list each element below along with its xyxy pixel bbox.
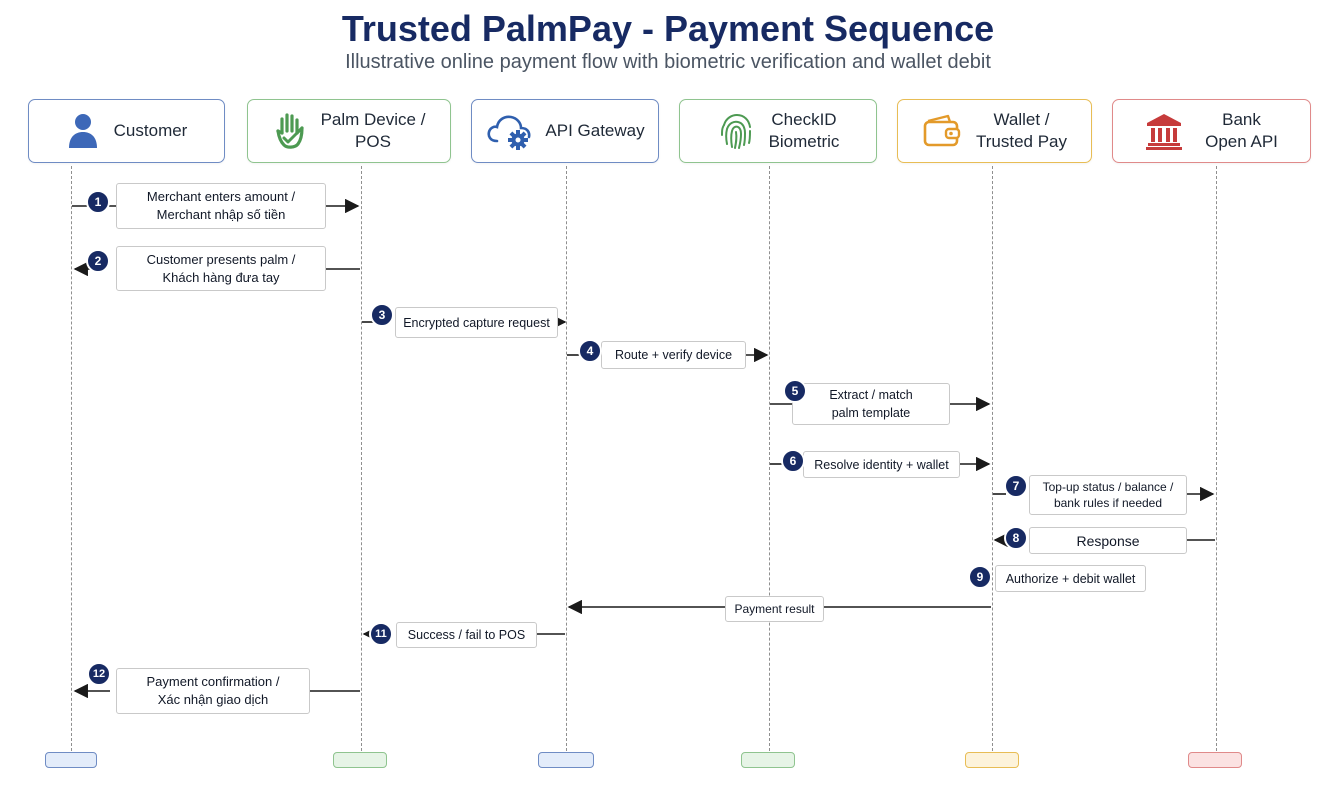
actor-checkid-biometric: CheckID Biometric	[679, 99, 877, 163]
actor-label: Customer	[113, 121, 188, 140]
actor-label: API Gateway	[545, 121, 645, 140]
actor-bank-open-api: Bank Open API	[1112, 99, 1311, 163]
person-icon	[66, 112, 100, 150]
message-step-1: Merchant enters amount / Merchant nhập s…	[116, 183, 326, 229]
message-step-4: Route + verify device	[601, 341, 746, 369]
lifeline-end-checkid	[741, 752, 795, 768]
message-step-2: Customer presents palm / Khách hàng đưa …	[116, 246, 326, 291]
actor-wallet-trusted-pay: Wallet / Trusted Pay	[897, 99, 1092, 163]
diagram-subtitle: Illustrative online payment flow with bi…	[345, 51, 991, 73]
lifeline-end-palm-device	[333, 752, 387, 768]
lifeline-end-customer	[45, 752, 97, 768]
step-badge: 7	[1004, 474, 1028, 498]
step-badge: 2	[86, 249, 110, 273]
actor-api-gateway: API Gateway	[471, 99, 659, 163]
step-badge: 3	[370, 303, 394, 327]
actor-palm-device: Palm Device / POS	[247, 99, 451, 163]
message-step-12: Payment confirmation / Xác nhận giao dịc…	[116, 668, 310, 714]
fingerprint-icon	[717, 111, 755, 151]
lifeline-wallet	[992, 166, 993, 751]
step-badge: 8	[1004, 526, 1028, 550]
step-badge: 6	[781, 449, 805, 473]
lifeline-api-gateway	[566, 166, 567, 751]
step-badge: 9	[968, 565, 992, 589]
step-badge: 4	[578, 339, 602, 363]
diagram-title: Trusted PalmPay - Payment Sequence	[341, 8, 995, 49]
message-step-6: Resolve identity + wallet	[803, 451, 960, 478]
lifeline-end-api-gateway	[538, 752, 594, 768]
bank-icon	[1145, 112, 1183, 150]
lifeline-checkid	[769, 166, 770, 751]
actor-customer: Customer	[28, 99, 225, 163]
lifeline-customer	[71, 166, 72, 751]
lifeline-bank	[1216, 166, 1217, 751]
lifeline-end-wallet	[965, 752, 1019, 768]
palm-hand-icon	[273, 111, 307, 151]
step-badge: 12	[87, 662, 111, 686]
actor-label: Bank Open API	[1205, 110, 1278, 151]
actor-label: Wallet / Trusted Pay	[975, 110, 1068, 151]
message-step-7: Top-up status / balance / bank rules if …	[1029, 475, 1187, 515]
message-step-5: Extract / match palm template	[792, 383, 950, 425]
message-step-9: Authorize + debit wallet	[995, 565, 1146, 592]
lifeline-end-bank	[1188, 752, 1242, 768]
wallet-icon	[922, 113, 962, 149]
step-badge: 1	[86, 190, 110, 214]
message-step-11: Success / fail to POS	[396, 622, 537, 648]
step-badge: 11	[369, 622, 393, 646]
message-step-3: Encrypted capture request	[395, 307, 558, 338]
message-payment-result: Payment result	[725, 596, 824, 622]
actor-label: CheckID Biometric	[768, 110, 840, 151]
cloud-gear-icon	[485, 111, 537, 151]
message-step-8: Response	[1029, 527, 1187, 554]
actor-label: Palm Device / POS	[320, 110, 426, 151]
step-badge: 5	[783, 379, 807, 403]
lifeline-palm-device	[361, 166, 362, 751]
